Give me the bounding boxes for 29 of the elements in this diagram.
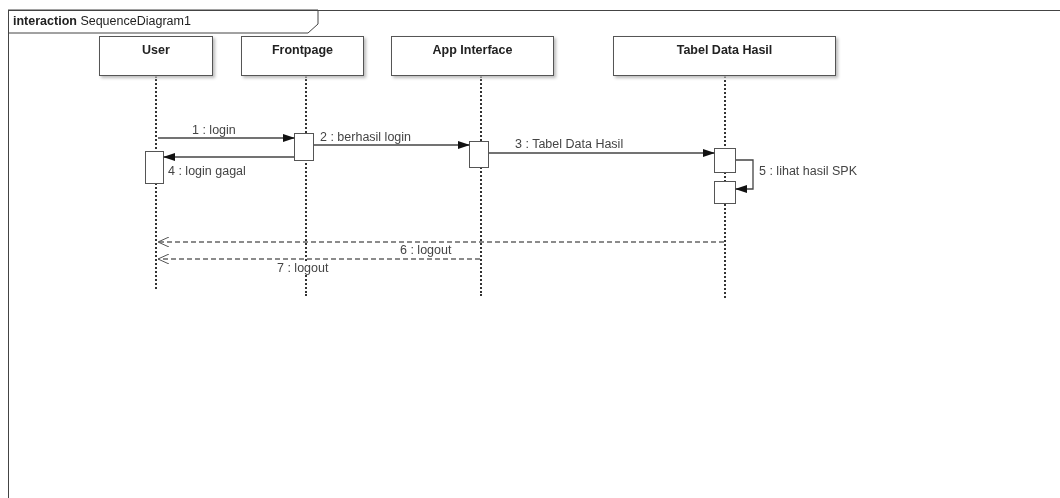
message-label: 4 : login gagal bbox=[167, 165, 247, 178]
lifeline-name: App Interface bbox=[432, 43, 513, 57]
activation-bar bbox=[294, 133, 314, 161]
activation-bar bbox=[145, 151, 164, 184]
activation-bar bbox=[714, 181, 736, 204]
message-arrow bbox=[488, 149, 715, 157]
message-label: 7 : logout bbox=[276, 262, 330, 275]
message-label: 5 : lihat hasil SPK bbox=[758, 165, 858, 178]
activation-bar bbox=[714, 148, 736, 173]
message-label: 3 : Tabel Data Hasil bbox=[514, 138, 625, 151]
activation-bar bbox=[469, 141, 489, 168]
lifeline-name: User bbox=[142, 43, 170, 57]
message-label: 1 : login bbox=[191, 124, 237, 137]
message-arrow bbox=[163, 153, 295, 161]
frame-title: interaction SequenceDiagram1 bbox=[13, 14, 191, 28]
message-label: 6 : logout bbox=[399, 244, 453, 257]
interaction-frame bbox=[8, 10, 1060, 498]
lifeline-head bbox=[241, 36, 364, 76]
return-message-arrow bbox=[157, 253, 481, 265]
lifeline-head bbox=[391, 36, 554, 76]
message-label: 2 : berhasil login bbox=[319, 131, 413, 144]
message-arrow bbox=[157, 134, 295, 142]
lifeline-name: Frontpage bbox=[271, 43, 334, 57]
message-arrow bbox=[313, 141, 470, 149]
lifeline-head bbox=[99, 36, 213, 76]
return-message-arrow bbox=[157, 236, 725, 248]
message-arrow bbox=[735, 159, 754, 193]
lifeline-name: Tabel Data Hasil bbox=[676, 43, 773, 57]
lifeline-head bbox=[613, 36, 836, 76]
